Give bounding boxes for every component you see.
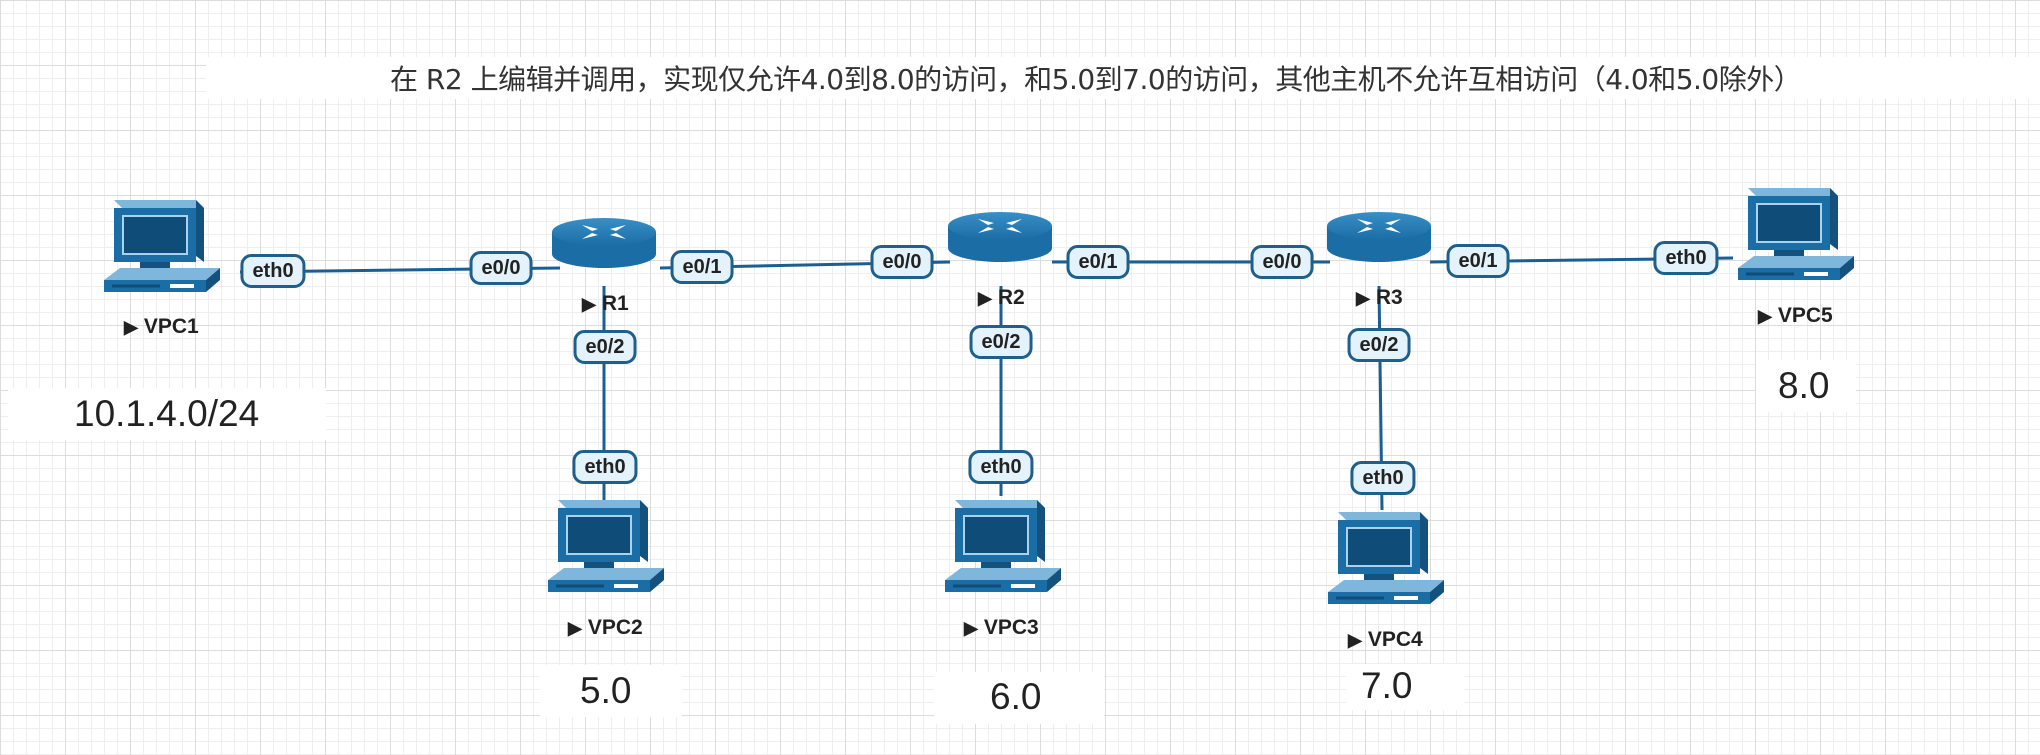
title-background: [206, 57, 2040, 99]
port-r2-e0-0: e0/0: [870, 245, 934, 279]
device-label-vpc1: ▶VPC1: [124, 315, 199, 338]
port-vpc1-eth0: eth0: [240, 254, 306, 288]
r1-icon[interactable]: [552, 218, 656, 268]
vpc3-icon[interactable]: [943, 498, 1063, 594]
port-r1-e0-1: e0/1: [670, 250, 734, 284]
port-r1-e0-2: e0/2: [573, 330, 637, 364]
device-label-vpc5: ▶VPC5: [1758, 304, 1833, 327]
port-r2-e0-1: e0/1: [1066, 245, 1130, 279]
port-vpc3-eth0: eth0: [968, 450, 1034, 484]
device-label-r3: ▶R3: [1356, 286, 1403, 309]
vpc2-icon[interactable]: [546, 498, 666, 594]
vpc4-icon[interactable]: [1326, 510, 1446, 606]
port-vpc5-eth0: eth0: [1653, 241, 1719, 275]
device-label-r1: ▶R1: [582, 292, 629, 315]
diagram-title: 在 R2 上编辑并调用，实现仅允许4.0到8.0的访问，和5.0到7.0的访问，…: [390, 63, 1802, 96]
subnet-label-vpc5: 8.0: [1778, 365, 1830, 406]
device-label-vpc3: ▶VPC3: [964, 616, 1039, 639]
r2-icon[interactable]: [948, 212, 1052, 262]
port-vpc4-eth0: eth0: [1350, 461, 1416, 495]
subnet-plate-vpc5: [1756, 360, 1856, 412]
device-label-r2: ▶R2: [978, 286, 1025, 309]
subnet-label-vpc2: 5.0: [580, 670, 632, 711]
subnet-plate-vpc2: [540, 665, 682, 717]
port-r3-e0-2: e0/2: [1347, 328, 1411, 362]
vpc1-icon[interactable]: [102, 198, 222, 294]
port-r3-e0-0: e0/0: [1250, 245, 1314, 279]
port-r2-e0-2: e0/2: [969, 325, 1033, 359]
vpc5-icon[interactable]: [1736, 186, 1856, 282]
subnet-plate-vpc3: [934, 672, 1104, 724]
subnet-label-vpc4: 7.0: [1361, 665, 1413, 706]
device-label-vpc4: ▶VPC4: [1348, 628, 1423, 651]
device-label-vpc2: ▶VPC2: [568, 616, 643, 639]
subnet-label-vpc1: 10.1.4.0/24: [74, 393, 260, 434]
port-r1-e0-0: e0/0: [469, 251, 533, 285]
port-vpc2-eth0: eth0: [572, 450, 638, 484]
subnet-plate-vpc4: [1346, 664, 1464, 710]
r3-icon[interactable]: [1327, 212, 1431, 262]
subnet-label-vpc3: 6.0: [990, 676, 1042, 717]
subnet-plate-vpc1: [8, 388, 326, 440]
port-r3-e0-1: e0/1: [1446, 244, 1510, 278]
